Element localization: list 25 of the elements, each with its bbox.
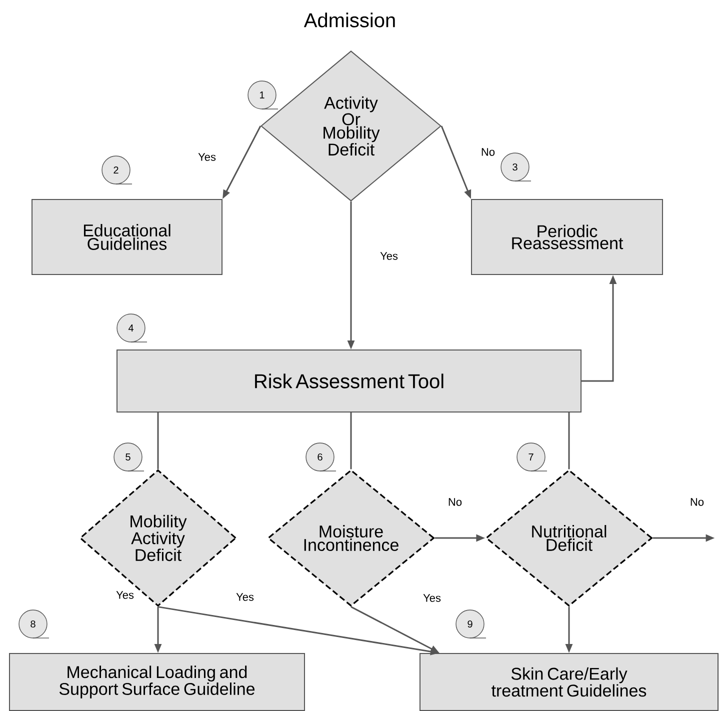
edge-label: No (688, 497, 706, 507)
process-box: Skin Care/Early treatment Guidelines (420, 653, 719, 711)
callout-number: 7 (516, 442, 548, 472)
callout-number: 2 (102, 156, 132, 184)
connector-line (568, 412, 570, 470)
edge-label: No (480, 147, 496, 157)
callout-number: 3 (500, 152, 532, 182)
process-box: Mechanical Loading and Support Surface Guideline (9, 653, 305, 711)
connector-line (157, 412, 159, 470)
edge-label: Yes (235, 592, 255, 602)
callout-number: 6 (306, 442, 336, 472)
title: Admission (304, 12, 395, 28)
process-box: Risk Assessment Tool (116, 350, 582, 412)
process-box: Periodic Reassessment (471, 199, 664, 275)
callout-number: 9 (456, 610, 486, 638)
process-box: Educational Guidelines (32, 199, 222, 275)
connector-line (350, 412, 352, 470)
edge-label: Yes (379, 251, 399, 261)
callout-number: 5 (114, 442, 144, 472)
edge-label: No (446, 497, 464, 507)
callout-number: 1 (248, 80, 278, 110)
edge-label: Yes (197, 152, 217, 162)
edge-label: Yes (115, 590, 135, 600)
callout-number: 8 (18, 610, 50, 638)
callout-number: 4 (116, 314, 148, 342)
